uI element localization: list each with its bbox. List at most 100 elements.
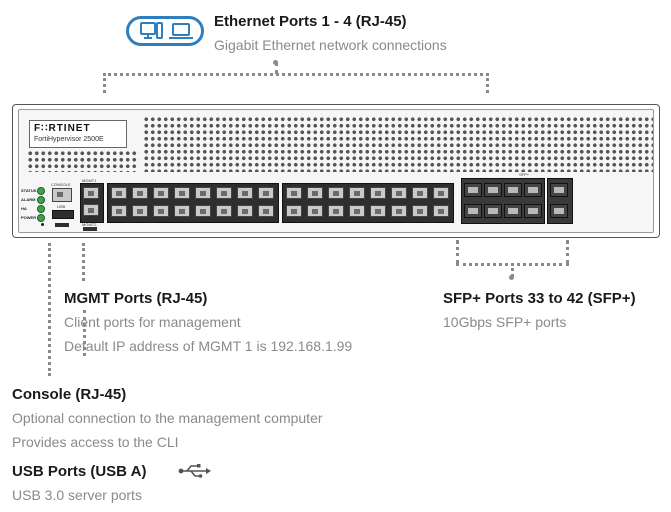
rj45-port-13[interactable] [237, 187, 253, 199]
sfp-ports-desc: 10Gbps SFP+ ports [443, 314, 567, 330]
rj45-port-17[interactable] [286, 187, 302, 199]
sfp-port-36[interactable] [484, 204, 502, 218]
rj45-port-bank-1 [107, 183, 279, 223]
rj45-port-bank-2 [282, 183, 454, 223]
connector-line [275, 62, 278, 74]
led-label-power: POWER [21, 215, 37, 220]
rj45-port-22[interactable] [328, 205, 344, 217]
rj45-port-5[interactable] [153, 187, 169, 199]
desktop-monitor-icon [140, 22, 163, 39]
ethernet-ports-desc: Gigabit Ethernet network connections [214, 37, 447, 53]
sfp-port-bank-2 [547, 178, 573, 224]
console-label: CONSOLE [51, 182, 71, 187]
sfp-port-41[interactable] [550, 183, 568, 197]
console-cli-desc: Provides access to the CLI [12, 434, 179, 450]
usb-ports-title: USB Ports (USB A) [12, 463, 147, 480]
alarm-led [37, 196, 45, 204]
mgmt-connector-line [83, 310, 86, 356]
mgmt-link-led [83, 227, 97, 231]
device-face: F∷RTINET FortiHypervisor 2500E STATUS AL… [18, 109, 654, 233]
sfp-port-37[interactable] [504, 183, 522, 197]
rj45-port-29[interactable] [412, 187, 428, 199]
sfp-connector-line [566, 240, 569, 264]
sfp-ports-title: SFP+ Ports 33 to 42 (SFP+) [443, 290, 636, 307]
rj45-port-9[interactable] [195, 187, 211, 199]
console-connector-line [48, 243, 51, 376]
mgmt2-port[interactable] [83, 204, 99, 216]
rj45-port-25[interactable] [370, 187, 386, 199]
sfp-label: SFP+ [519, 172, 530, 177]
led-label-ha: HA [21, 206, 27, 211]
rj45-port-23[interactable] [349, 187, 365, 199]
mgmt1-label: MGMT1 [82, 178, 97, 183]
mgmt-ports-title: MGMT Ports (RJ-45) [64, 290, 208, 307]
rj45-port-3[interactable] [132, 187, 148, 199]
mgmt2-label: MGMT2 [82, 222, 97, 227]
rj45-port-21[interactable] [328, 187, 344, 199]
usb-icon [178, 464, 211, 478]
usb-label: USB [57, 204, 66, 209]
brand-logo: F∷RTINET [34, 123, 91, 134]
brand-plate: F∷RTINET FortiHypervisor 2500E [29, 120, 127, 148]
ethernet-icon-pill [126, 16, 204, 46]
rj45-port-2[interactable] [111, 205, 127, 217]
rj45-port-24[interactable] [349, 205, 365, 217]
rj45-port-11[interactable] [216, 187, 232, 199]
rj45-port-4[interactable] [132, 205, 148, 217]
connector-line [486, 73, 489, 93]
led-labels: STATUS ALARM HA POWER [21, 186, 36, 222]
sfp-connector-line [456, 240, 459, 264]
usb-port[interactable] [55, 223, 69, 227]
sfp-port-38[interactable] [504, 204, 522, 218]
status-led [37, 187, 45, 195]
rj45-port-32[interactable] [433, 205, 449, 217]
rj45-port-16[interactable] [258, 205, 274, 217]
rj45-port-12[interactable] [216, 205, 232, 217]
usb-ports-desc: USB 3.0 server ports [12, 487, 142, 503]
console-desc: Optional connection to the management co… [12, 410, 323, 426]
sfp-port-bank-1 [461, 178, 545, 224]
rj45-port-20[interactable] [307, 205, 323, 217]
mgmt1-port[interactable] [83, 187, 99, 199]
rj45-port-27[interactable] [391, 187, 407, 199]
model-name: FortiHypervisor 2500E [34, 136, 104, 143]
sfp-connector-line [511, 263, 514, 277]
rj45-port-15[interactable] [258, 187, 274, 199]
rj45-port-28[interactable] [391, 205, 407, 217]
reset-pinhole [41, 223, 44, 226]
rj45-port-8[interactable] [174, 205, 190, 217]
sfp-port-33[interactable] [464, 183, 482, 197]
rj45-port-6[interactable] [153, 205, 169, 217]
connector-line [103, 73, 489, 76]
rj45-port-18[interactable] [286, 205, 302, 217]
connector-line [103, 73, 106, 93]
connector-dot [509, 275, 514, 280]
sfp-port-35[interactable] [484, 183, 502, 197]
rj45-port-19[interactable] [307, 187, 323, 199]
mgmt-ports-desc: Client ports for management [64, 314, 241, 330]
ha-led [37, 205, 45, 213]
device-front-panel: F∷RTINET FortiHypervisor 2500E STATUS AL… [12, 104, 660, 238]
led-label-status: STATUS [21, 188, 37, 193]
sfp-port-42[interactable] [550, 204, 568, 218]
rj45-port-26[interactable] [370, 205, 386, 217]
vent-grille [143, 116, 653, 172]
sfp-port-34[interactable] [464, 204, 482, 218]
laptop-icon [169, 23, 193, 39]
sfp-port-40[interactable] [524, 204, 542, 218]
rj45-port-7[interactable] [174, 187, 190, 199]
rj45-port-30[interactable] [412, 205, 428, 217]
usb-port[interactable] [52, 210, 74, 219]
ethernet-ports-title: Ethernet Ports 1 - 4 (RJ-45) [214, 13, 407, 30]
console-title: Console (RJ-45) [12, 386, 127, 403]
led-label-alarm: ALARM [21, 197, 36, 202]
console-port[interactable] [52, 188, 72, 202]
rj45-port-14[interactable] [237, 205, 253, 217]
sfp-port-39[interactable] [524, 183, 542, 197]
rj45-port-31[interactable] [433, 187, 449, 199]
rj45-port-1[interactable] [111, 187, 127, 199]
vent-grille [27, 150, 139, 172]
mgmt-connector-line [82, 243, 85, 281]
rj45-port-10[interactable] [195, 205, 211, 217]
power-led [37, 214, 45, 222]
